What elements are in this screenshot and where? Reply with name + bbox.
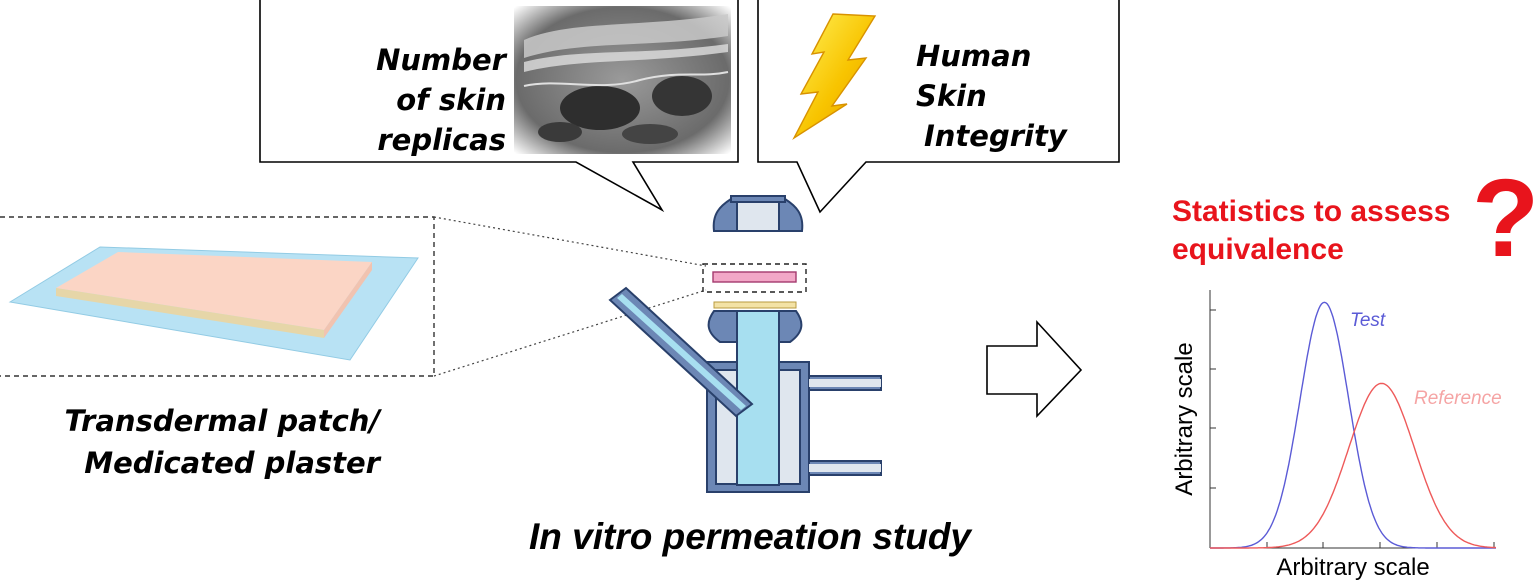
callout-replicas-label: Number of skin replicas xyxy=(270,40,506,160)
lightning-bolt-icon xyxy=(792,13,877,141)
series-label-reference: Reference xyxy=(1414,388,1502,409)
series-label-test: Test xyxy=(1350,310,1386,331)
stats-heading-line2: equivalence xyxy=(1172,233,1344,266)
series-line-test xyxy=(1210,301,1496,549)
patch-label-line2: Medicated plaster xyxy=(84,446,380,480)
connector-line-top xyxy=(433,216,707,267)
right-arrow-icon xyxy=(986,319,1083,418)
callout-replicas-line2: of skin replicas xyxy=(377,83,506,157)
y-axis-label: Arbitrary scale xyxy=(1171,342,1198,496)
skin-micrograph-image xyxy=(514,6,731,154)
stats-heading-line1: Statistics to assess xyxy=(1172,195,1451,228)
x-axis-label: Arbitrary scale xyxy=(1276,554,1430,581)
transdermal-patch-illustration xyxy=(8,246,419,361)
callout-integrity-line2: Integrity xyxy=(924,119,1067,153)
patch-label-line1: Transdermal patch/ xyxy=(64,404,380,438)
patch-dashed-frame xyxy=(0,216,435,377)
series-line-reference xyxy=(1210,382,1497,549)
stats-heading: Statistics to assess equivalence xyxy=(1172,193,1492,269)
callout-integrity-label: Human Skin Integrity xyxy=(900,36,1112,156)
skin-membrane xyxy=(712,271,797,283)
membrane-dashed-box xyxy=(702,263,807,293)
question-mark: ? xyxy=(1472,157,1534,280)
patch-label: Transdermal patch/ Medicated plaster xyxy=(40,400,380,484)
study-title: In vitro permeation study xyxy=(528,516,971,557)
callout-integrity-line1: Human Skin xyxy=(916,39,1032,113)
callout-replicas-line1: Number xyxy=(376,43,506,77)
franz-diffusion-cell xyxy=(608,195,882,493)
